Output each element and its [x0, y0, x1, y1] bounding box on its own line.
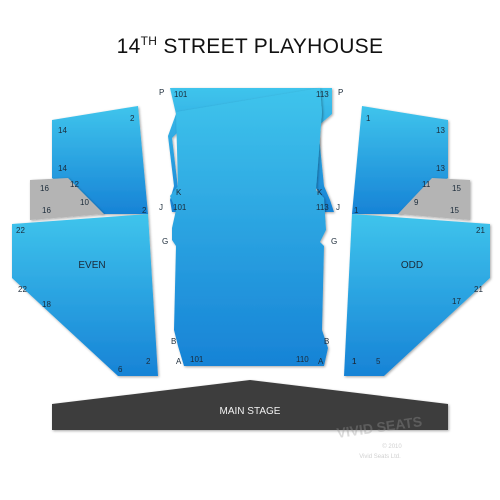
center-row-labels: P 101 113 P K K J 101 113 J G G B B A 10…	[159, 88, 343, 366]
row-label: 101	[190, 355, 204, 364]
even-row-labels: 14 2 14 12 16 10 16 22 2 22 18 6 2	[16, 114, 151, 374]
section-center[interactable]	[168, 88, 334, 366]
stage-label: MAIN STAGE	[220, 406, 281, 417]
row-label: 2	[130, 114, 135, 123]
odd-box-seats[interactable]	[398, 178, 470, 220]
row-label: A	[176, 357, 182, 366]
row-label: 9	[414, 198, 419, 207]
row-label: 22	[16, 226, 25, 235]
even-lower-block[interactable]	[12, 214, 158, 376]
title-suffix: STREET PLAYHOUSE	[157, 35, 384, 58]
row-label: 18	[42, 300, 51, 309]
row-label: J	[336, 203, 340, 212]
watermark-owner: Vivid Seats Ltd.	[359, 454, 401, 460]
row-label: 1	[352, 357, 357, 366]
row-label: 6	[118, 365, 123, 374]
row-label: 14	[58, 164, 67, 173]
row-label: 1	[366, 114, 371, 123]
row-label: B	[324, 337, 329, 346]
section-odd[interactable]	[344, 106, 490, 376]
watermark-copyright: © 2010	[382, 443, 402, 450]
row-label: 16	[40, 184, 49, 193]
row-label: P	[159, 88, 164, 97]
odd-lower-block[interactable]	[344, 214, 490, 376]
odd-row-labels: 1 13 13 11 15 9 15 1 21 1 21 17 1 5	[352, 114, 485, 366]
row-label: 13	[436, 126, 445, 135]
row-label: 113	[316, 203, 329, 212]
main-stage[interactable]	[52, 380, 448, 430]
row-label: G	[162, 237, 168, 246]
row-label: 113	[316, 90, 329, 99]
row-label: 10	[80, 198, 89, 207]
section-odd-label: ODD	[401, 260, 423, 271]
row-label: P	[338, 88, 343, 97]
title-superscript: TH	[140, 34, 158, 48]
row-label: B	[171, 337, 176, 346]
row-label: 15	[450, 206, 459, 215]
row-label: 5	[376, 357, 381, 366]
section-even[interactable]	[12, 106, 158, 376]
row-label: 101	[173, 203, 187, 212]
row-label: 1	[354, 206, 359, 215]
row-label: 21	[474, 285, 483, 294]
row-label: 110	[296, 355, 309, 364]
row-label: 12	[70, 180, 79, 189]
row-label: 15	[452, 184, 461, 193]
row-label: 2	[142, 206, 147, 215]
row-label: 14	[58, 126, 67, 135]
row-label: 16	[42, 206, 51, 215]
row-label: 11	[422, 180, 431, 189]
row-label: 13	[436, 164, 445, 173]
row-label: K	[176, 188, 182, 197]
row-label: G	[331, 237, 337, 246]
row-label: 22	[18, 285, 27, 294]
row-label: A	[318, 357, 324, 366]
row-label: J	[159, 203, 163, 212]
section-even-label: EVEN	[78, 260, 105, 271]
row-label: 2	[146, 357, 151, 366]
center-main-block[interactable]	[170, 88, 328, 366]
row-label: 101	[174, 90, 188, 99]
row-label: 1	[352, 357, 357, 366]
venue-title: 14TH STREET PLAYHOUSE	[0, 34, 500, 59]
row-label: 17	[452, 297, 461, 306]
even-box-seats[interactable]	[30, 178, 104, 220]
row-label: K	[317, 188, 323, 197]
row-label: 21	[476, 226, 485, 235]
title-prefix: 14	[116, 35, 141, 58]
